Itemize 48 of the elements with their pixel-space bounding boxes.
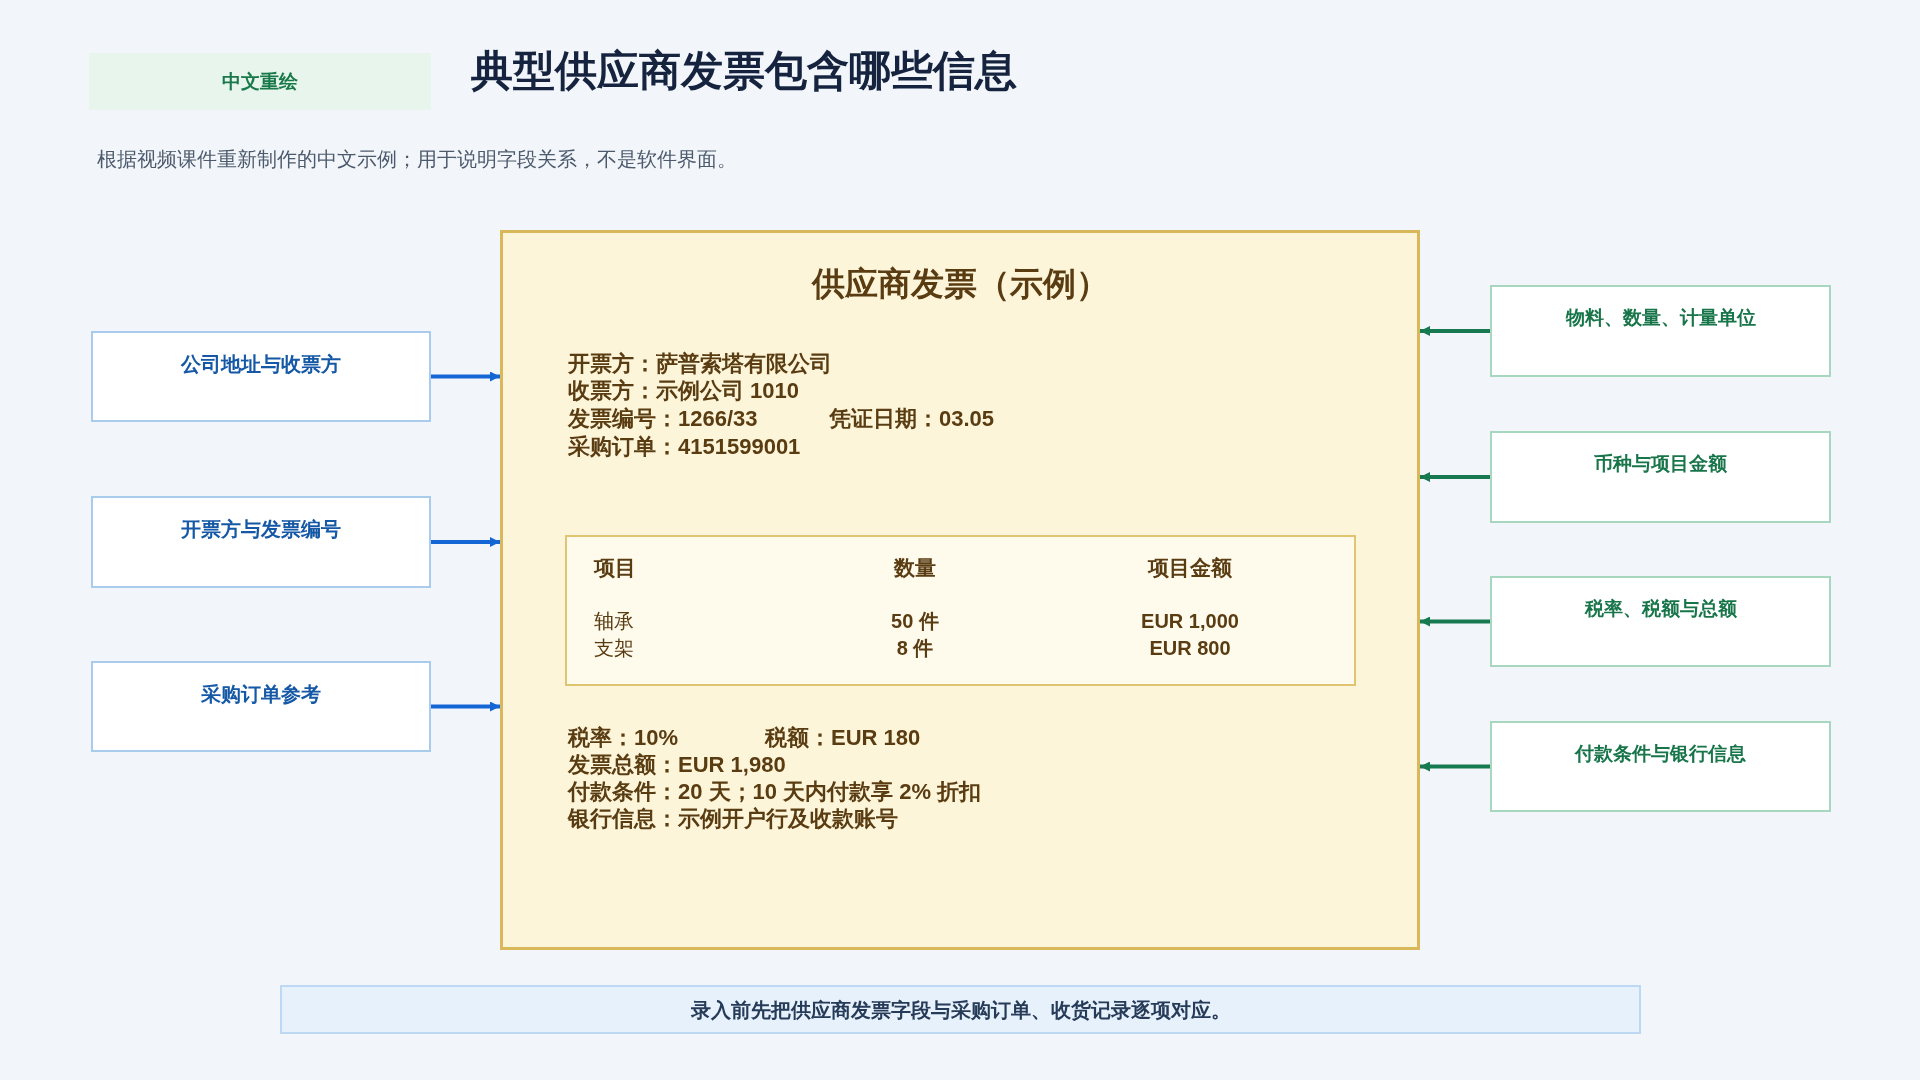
table-cell-text: 轴承 xyxy=(594,609,634,634)
page-title: 典型供应商发票包含哪些信息 xyxy=(471,46,1017,96)
invoice-field: 银行信息：示例开户行及收款账号 xyxy=(568,805,898,833)
invoice-field: 凭证日期：03.05 xyxy=(829,405,995,433)
topic-label: 税率、税额与总额 xyxy=(1584,597,1737,621)
note-text: 录入前先把供应商发票字段与采购订单、收货记录逐项对应。 xyxy=(690,997,1231,1023)
column-header: 项目 xyxy=(594,555,636,581)
invoice-card xyxy=(500,230,1420,950)
invoice-field: 收票方：示例公司 1010 xyxy=(568,377,800,405)
topic-label: 物料、数量、计量单位 xyxy=(1565,306,1756,330)
topic-box xyxy=(91,331,431,422)
topic-box xyxy=(1490,431,1831,523)
table-cell-text: 50 件 xyxy=(891,609,939,634)
topic-label: 币种与项目金额 xyxy=(1594,452,1727,476)
invoice-field: 采购订单：4151599001 xyxy=(568,433,801,461)
table-cell-text: EUR 800 xyxy=(1149,636,1231,661)
invoice-title: 供应商发票（示例） xyxy=(811,264,1109,304)
topic-box xyxy=(91,661,431,752)
note-banner xyxy=(280,985,1641,1034)
invoice-field: 发票总额：EUR 1,980 xyxy=(568,751,786,779)
arrow xyxy=(431,537,500,547)
invoice-field: 付款条件：20 天；10 天内付款享 2% 折扣 xyxy=(568,778,982,806)
table-cell-text: 8 件 xyxy=(896,636,934,661)
topic-box xyxy=(1490,721,1831,812)
arrow xyxy=(1420,616,1490,627)
arrow xyxy=(431,371,500,382)
column-header: 项目金额 xyxy=(1148,555,1232,581)
line-item-table xyxy=(565,535,1356,686)
topic-label: 公司地址与收票方 xyxy=(181,352,341,377)
topic-label: 付款条件与银行信息 xyxy=(1575,742,1746,766)
badge-label: 中文重绘 xyxy=(222,69,298,94)
column-header: 数量 xyxy=(894,555,936,581)
invoice-field: 税额：EUR 180 xyxy=(765,724,921,752)
arrow xyxy=(1420,326,1490,336)
invoice-field: 税率：10% xyxy=(568,724,679,752)
subtitle-note: 根据视频课件重新制作的中文示例；用于说明字段关系，不是软件界面。 xyxy=(97,147,737,172)
topic-label: 开票方与发票编号 xyxy=(181,517,341,542)
invoice-field: 发票编号：1266/33 xyxy=(568,405,758,433)
topic-label: 采购订单参考 xyxy=(201,682,321,707)
topic-box xyxy=(1490,576,1831,667)
table-cell-text: 支架 xyxy=(594,636,634,661)
invoice-field: 开票方：萨普索塔有限公司 xyxy=(568,350,832,378)
topic-box xyxy=(1490,285,1831,377)
arrow xyxy=(431,701,500,712)
arrow xyxy=(1420,761,1490,772)
arrow xyxy=(1420,472,1490,482)
table-cell-text: EUR 1,000 xyxy=(1141,609,1239,634)
topic-box xyxy=(91,496,431,588)
